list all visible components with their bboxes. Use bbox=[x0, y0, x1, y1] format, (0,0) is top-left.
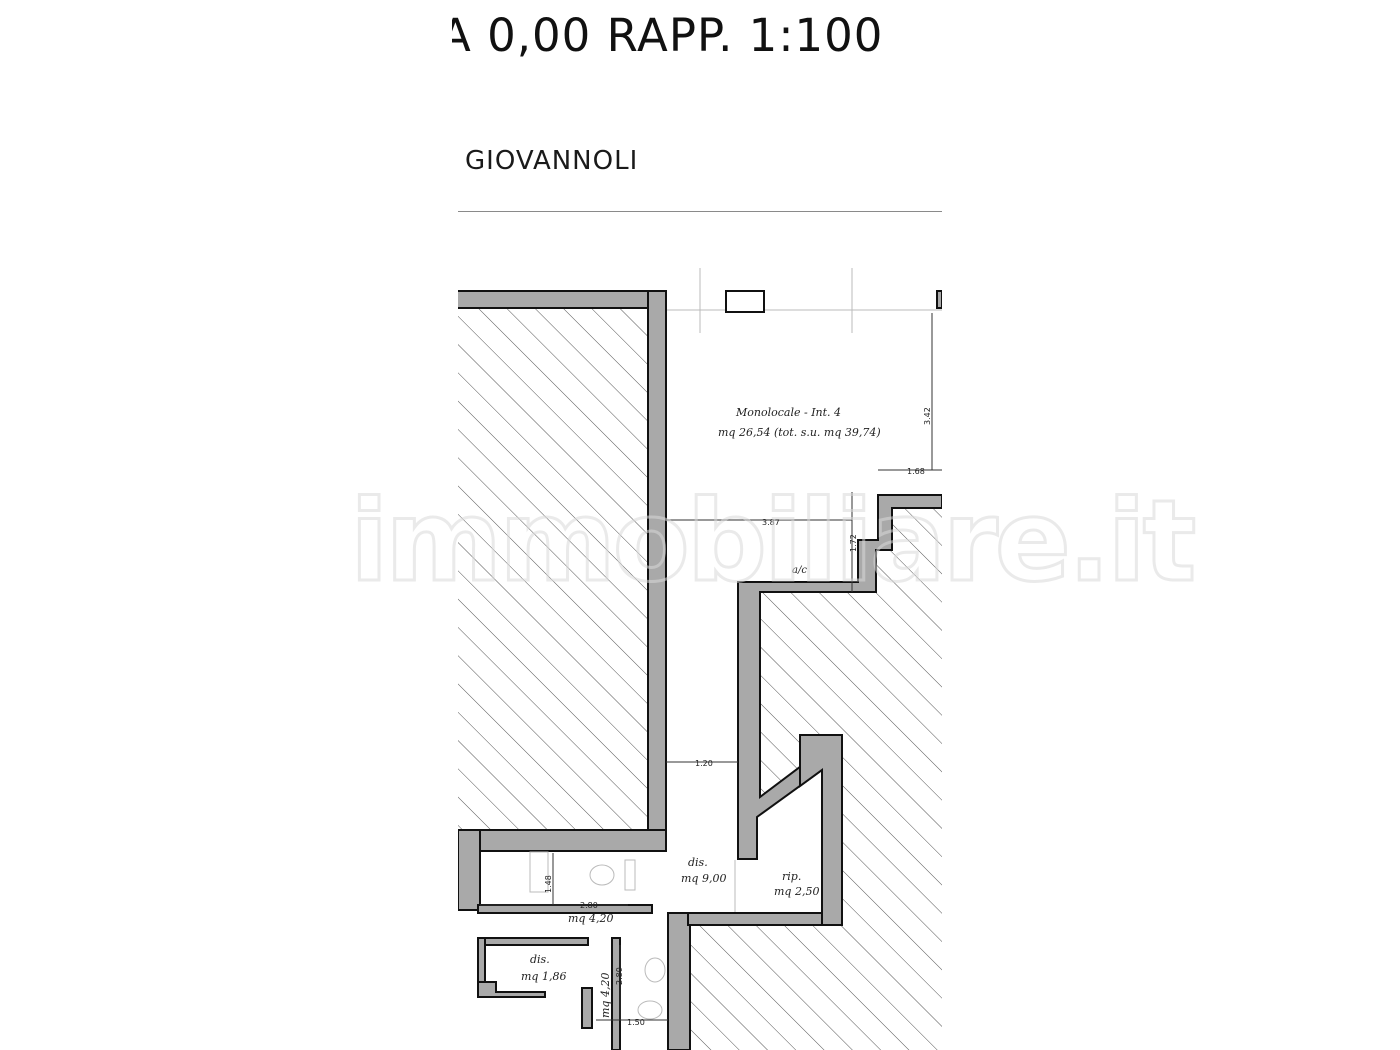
wall-lower-left bbox=[458, 829, 481, 911]
window bbox=[725, 290, 765, 313]
room-area-bath: mq 4,20 bbox=[568, 912, 613, 925]
plan-title: A 0,00 RAPP. 1:100 bbox=[452, 9, 884, 62]
room-label-dis: dis. bbox=[688, 856, 708, 869]
dim-342: 3.42 bbox=[923, 407, 932, 425]
street-line bbox=[458, 211, 942, 212]
room-label-main: Monolocale - Int. 4 bbox=[735, 406, 841, 419]
wall-dis2-side bbox=[477, 937, 486, 989]
dimension-lines bbox=[480, 313, 942, 1021]
wall-stub-lower bbox=[581, 987, 593, 1029]
wall-left-bottom bbox=[458, 829, 667, 852]
room-area-dis2: mq 1,86 bbox=[521, 970, 566, 983]
construction-lines bbox=[666, 268, 942, 915]
dim-280b: 2.80 bbox=[615, 967, 624, 985]
hatched-area-right bbox=[688, 508, 942, 1050]
room-area-main: mq 26,54 (tot. s.u. mq 39,74) bbox=[718, 426, 881, 439]
hatched-area-left bbox=[458, 308, 648, 830]
dim-120: 1.20 bbox=[695, 759, 713, 768]
wall-rip-block bbox=[799, 734, 843, 926]
dim-168: 1.68 bbox=[907, 467, 925, 476]
wall-dis2-foot bbox=[477, 981, 546, 998]
wall-stub-lower2 bbox=[611, 937, 621, 1050]
dim-387: 3.87 bbox=[762, 518, 780, 527]
street-name: GIOVANNOLI bbox=[465, 146, 639, 176]
wall-bath bbox=[477, 904, 653, 914]
dim-150: 1.50 bbox=[627, 1018, 645, 1027]
label-ac: a/c bbox=[792, 565, 807, 576]
wall-stub-right bbox=[936, 290, 942, 309]
room-label-dis2: dis. bbox=[530, 953, 550, 966]
walls bbox=[458, 290, 942, 1050]
bathroom-fixtures bbox=[529, 851, 666, 1020]
wall-dis2-left bbox=[477, 937, 589, 946]
watermark: immobiliare.it bbox=[350, 477, 1194, 607]
room-area-dis: mq 9,00 bbox=[681, 872, 726, 885]
dim-172: 1.72 bbox=[849, 534, 858, 552]
room-label-rip: rip. bbox=[782, 870, 801, 883]
dim-280: 2.80 bbox=[580, 901, 598, 910]
room-area-bath2: mq 4,20 bbox=[599, 973, 612, 1018]
dim-148: 1.48 bbox=[544, 875, 553, 893]
wall-central-lower bbox=[667, 912, 691, 1050]
wall-top bbox=[458, 290, 667, 309]
room-area-rip: mq 2,50 bbox=[774, 885, 819, 898]
